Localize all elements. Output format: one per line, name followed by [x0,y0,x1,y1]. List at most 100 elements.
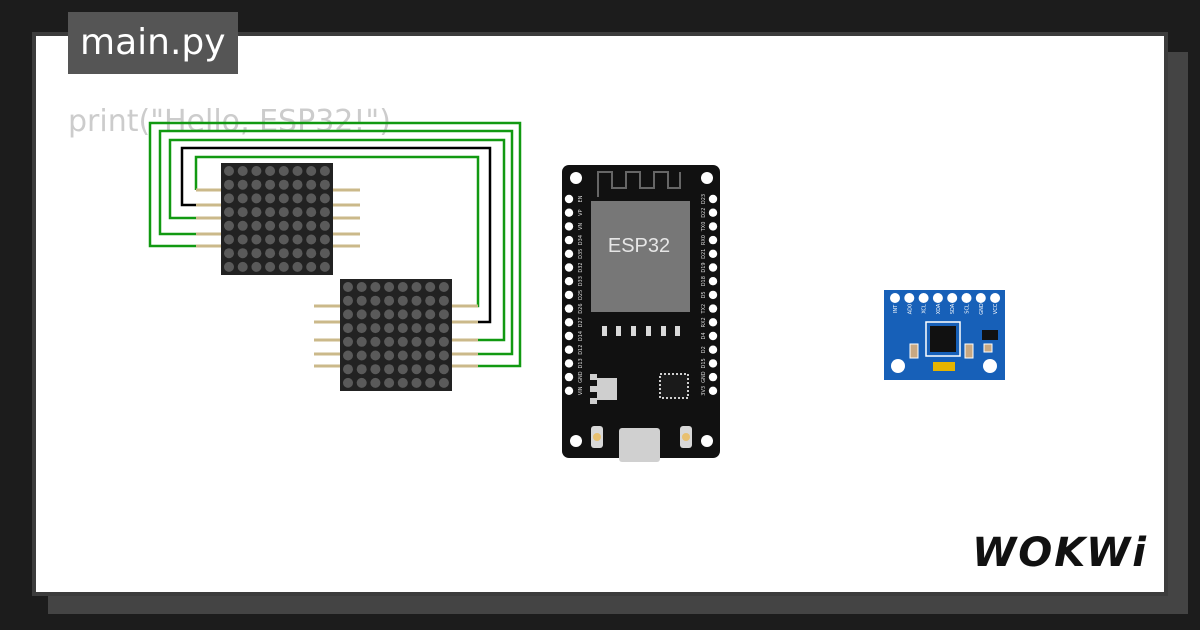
esp32-pin-label: D18 [701,276,707,286]
esp32-pin-d12-left[interactable] [564,345,574,354]
sensor-pin-int[interactable] [890,293,900,303]
esp32-pin-vn-left[interactable] [564,222,574,231]
led-matrix-2[interactable] [314,279,478,391]
esp32-pin-vp-left[interactable] [564,208,574,217]
esp32-pin-d5-right[interactable] [708,290,718,300]
file-tab-main-py[interactable]: main.py [68,12,238,74]
sensor-pin-label: GND [979,303,985,315]
matrix-2-led [438,336,449,347]
esp32-pin-d25-left[interactable] [564,290,574,300]
esp32-pin-d33-left[interactable] [564,277,574,286]
esp32-pin-gnd-right[interactable] [708,372,718,382]
esp32-pin-label: VN [578,223,584,230]
esp32-pin-d15-right[interactable] [708,359,718,368]
matrix-1-led [224,179,234,190]
sensor-pin-gnd[interactable] [975,293,986,303]
esp32-pin-label: VP [578,209,584,215]
esp32-pin-label: VIN [578,386,584,395]
matrix-1-led [292,261,303,272]
matrix-2-led [411,364,422,375]
matrix-1-led [224,248,234,259]
esp32-pin-d14-left[interactable] [564,331,574,341]
esp32-pin-tx2-right[interactable] [708,304,718,313]
wire-green-3[interactable] [168,138,506,342]
esp32-pin-en-left[interactable] [564,194,574,204]
esp32-pin-d34-left[interactable] [564,235,574,245]
matrix-1-led [251,220,262,231]
matrix-2-leds [343,282,449,388]
matrix-2-led [370,364,381,375]
esp32-pin-rx2-right[interactable] [708,318,718,327]
esp32-pin-d18-right[interactable] [708,277,718,286]
esp32-right-pin-header: D23D22TX0RX0D21D19D18D5TX2RX2D4D2D15GND3… [701,194,718,396]
esp32-chip-label: ESP32 [608,235,670,257]
esp32-pin-d4-right[interactable] [708,331,718,341]
matrix-1-led [251,193,262,204]
esp32-pin-label: RX0 [701,235,707,245]
esp32-pin-d22-right[interactable] [708,208,718,217]
matrix-1-led [265,248,276,259]
esp32-en-button-cap[interactable] [682,433,690,441]
matrix-1-led [278,248,289,259]
wire-black[interactable] [180,146,492,324]
esp32-boot-button-cap[interactable] [593,433,601,441]
matrix-1-led [292,220,303,231]
matrix-2-pins-left [314,304,341,368]
matrix-2-led [370,282,381,292]
matrix-2-led [438,364,449,375]
esp32-pin-label: D2 [701,346,707,353]
matrix-2-led [425,309,436,320]
sensor-pin-vcc[interactable] [990,293,1001,303]
esp32-pin-d35-left[interactable] [564,249,574,258]
sensor-pin-label: XCL [922,304,928,314]
sensor-pin-sda[interactable] [947,293,958,303]
matrix-2-led [425,295,436,306]
sensor-pin-label: SDA [950,303,956,314]
esp32-pin-d2-right[interactable] [708,345,718,354]
esp32-board[interactable]: ESP32 ENVPVND34D35D32D33D25D26D27D14D12D… [562,165,720,462]
matrix-2-led [370,350,381,361]
esp32-pin-d21-right[interactable] [708,249,718,258]
esp32-pin-d13-left[interactable] [564,359,574,368]
esp32-pin-d26-left[interactable] [564,304,574,313]
esp32-pin-d19-right[interactable] [708,263,718,272]
sensor-pin-scl[interactable] [961,293,972,303]
matrix-2-led [425,282,436,292]
wire-green-2[interactable] [158,129,514,356]
matrix-1-led [251,261,262,272]
sensor-pin-label: VCC [993,303,999,314]
esp32-usb-port[interactable] [619,428,660,462]
matrix-1-led [251,207,262,218]
esp32-pin-vin-left[interactable] [564,386,574,395]
matrix-2-led [425,350,436,361]
esp32-pin-3v3-right[interactable] [708,386,718,395]
esp32-pin-d23-right[interactable] [708,194,718,204]
esp32-pin-d27-left[interactable] [564,318,574,327]
matrix-1-led [251,234,262,245]
esp32-pin-label: GND [578,371,584,383]
led-matrix-1[interactable] [196,163,360,275]
matrix-1-led [319,193,330,204]
matrix-1-led [237,193,248,204]
sensor-pin-ad0[interactable] [904,293,915,303]
matrix-1-led [292,248,303,259]
matrix-2-led [343,350,353,361]
esp32-pin-rx0-right[interactable] [708,235,718,245]
esp32-pin-d32-left[interactable] [564,263,574,272]
esp32-pin-tx0-right[interactable] [708,222,718,231]
matrix-2-led [438,309,449,320]
matrix-2-led [384,282,395,292]
esp32-pin-gnd-left[interactable] [564,372,574,382]
matrix-2-led [343,323,353,334]
matrix-2-led [397,336,408,347]
sensor-pin-xda[interactable] [932,293,943,303]
sensor-pin-xcl[interactable] [918,293,929,303]
wire-green-1[interactable] [148,121,522,368]
sensor-pin-label: INT [893,304,899,313]
matrix-2-led [425,364,436,375]
matrix-1-led [278,179,289,190]
esp32-pin-label: D4 [701,332,707,339]
esp32-pin-label: TX2 [701,304,707,315]
